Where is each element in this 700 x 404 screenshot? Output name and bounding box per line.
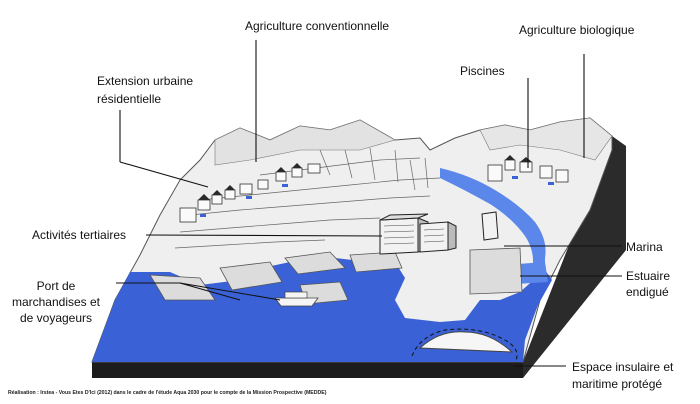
label-extension-line2: résidentielle — [97, 92, 162, 106]
houses — [179, 159, 569, 223]
label-marina: Marina — [626, 240, 663, 254]
office-buildings — [379, 211, 499, 255]
swimming-pools — [200, 176, 554, 217]
label-port-line2: marchandises et — [11, 295, 101, 309]
block-front-side — [92, 362, 523, 378]
house-roofs — [198, 155, 532, 200]
label-agriculture-conventionnelle: Agriculture conventionnelle — [245, 19, 390, 33]
harbour-docks — [149, 247, 523, 305]
sea — [92, 258, 552, 362]
label-piscines: Piscines — [460, 64, 505, 78]
label-extension-line1: Extension urbaine — [97, 74, 194, 88]
hills-shading — [214, 119, 396, 166]
block-right-side — [523, 136, 626, 378]
label-estuaire-line1: Estuaire — [626, 269, 671, 283]
island — [418, 331, 514, 353]
hills-shading-right — [479, 117, 613, 161]
label-espace-line2: maritime protégé — [572, 377, 663, 391]
label-port-line1: Port de — [36, 279, 76, 293]
label-extension-urbaine: Extension urbaine résidentielle — [97, 74, 193, 107]
town-sketch — [174, 147, 441, 249]
protected-zone-boundary — [411, 328, 518, 363]
label-agriculture-biologique: Agriculture biologique — [519, 23, 635, 37]
label-port: Port de marchandises et de voyageurs — [0, 279, 112, 326]
label-activites-tertiaires: Activités tertiaires — [32, 228, 127, 242]
label-espace-insulaire: Espace insulaire et maritime protégé — [572, 360, 673, 392]
label-port-line3: de voyageurs — [19, 311, 93, 325]
ferry — [274, 291, 319, 307]
label-estuaire: Estuaire endigué — [626, 269, 670, 300]
leader-lines — [116, 40, 622, 367]
label-espace-line1: Espace insulaire et — [572, 360, 674, 374]
office-windows — [383, 224, 445, 245]
credit-line: Réalisation : Irstea - Vous Etes D'Ici (… — [8, 390, 327, 396]
label-estuaire-line2: endigué — [626, 285, 669, 299]
river — [440, 168, 546, 272]
